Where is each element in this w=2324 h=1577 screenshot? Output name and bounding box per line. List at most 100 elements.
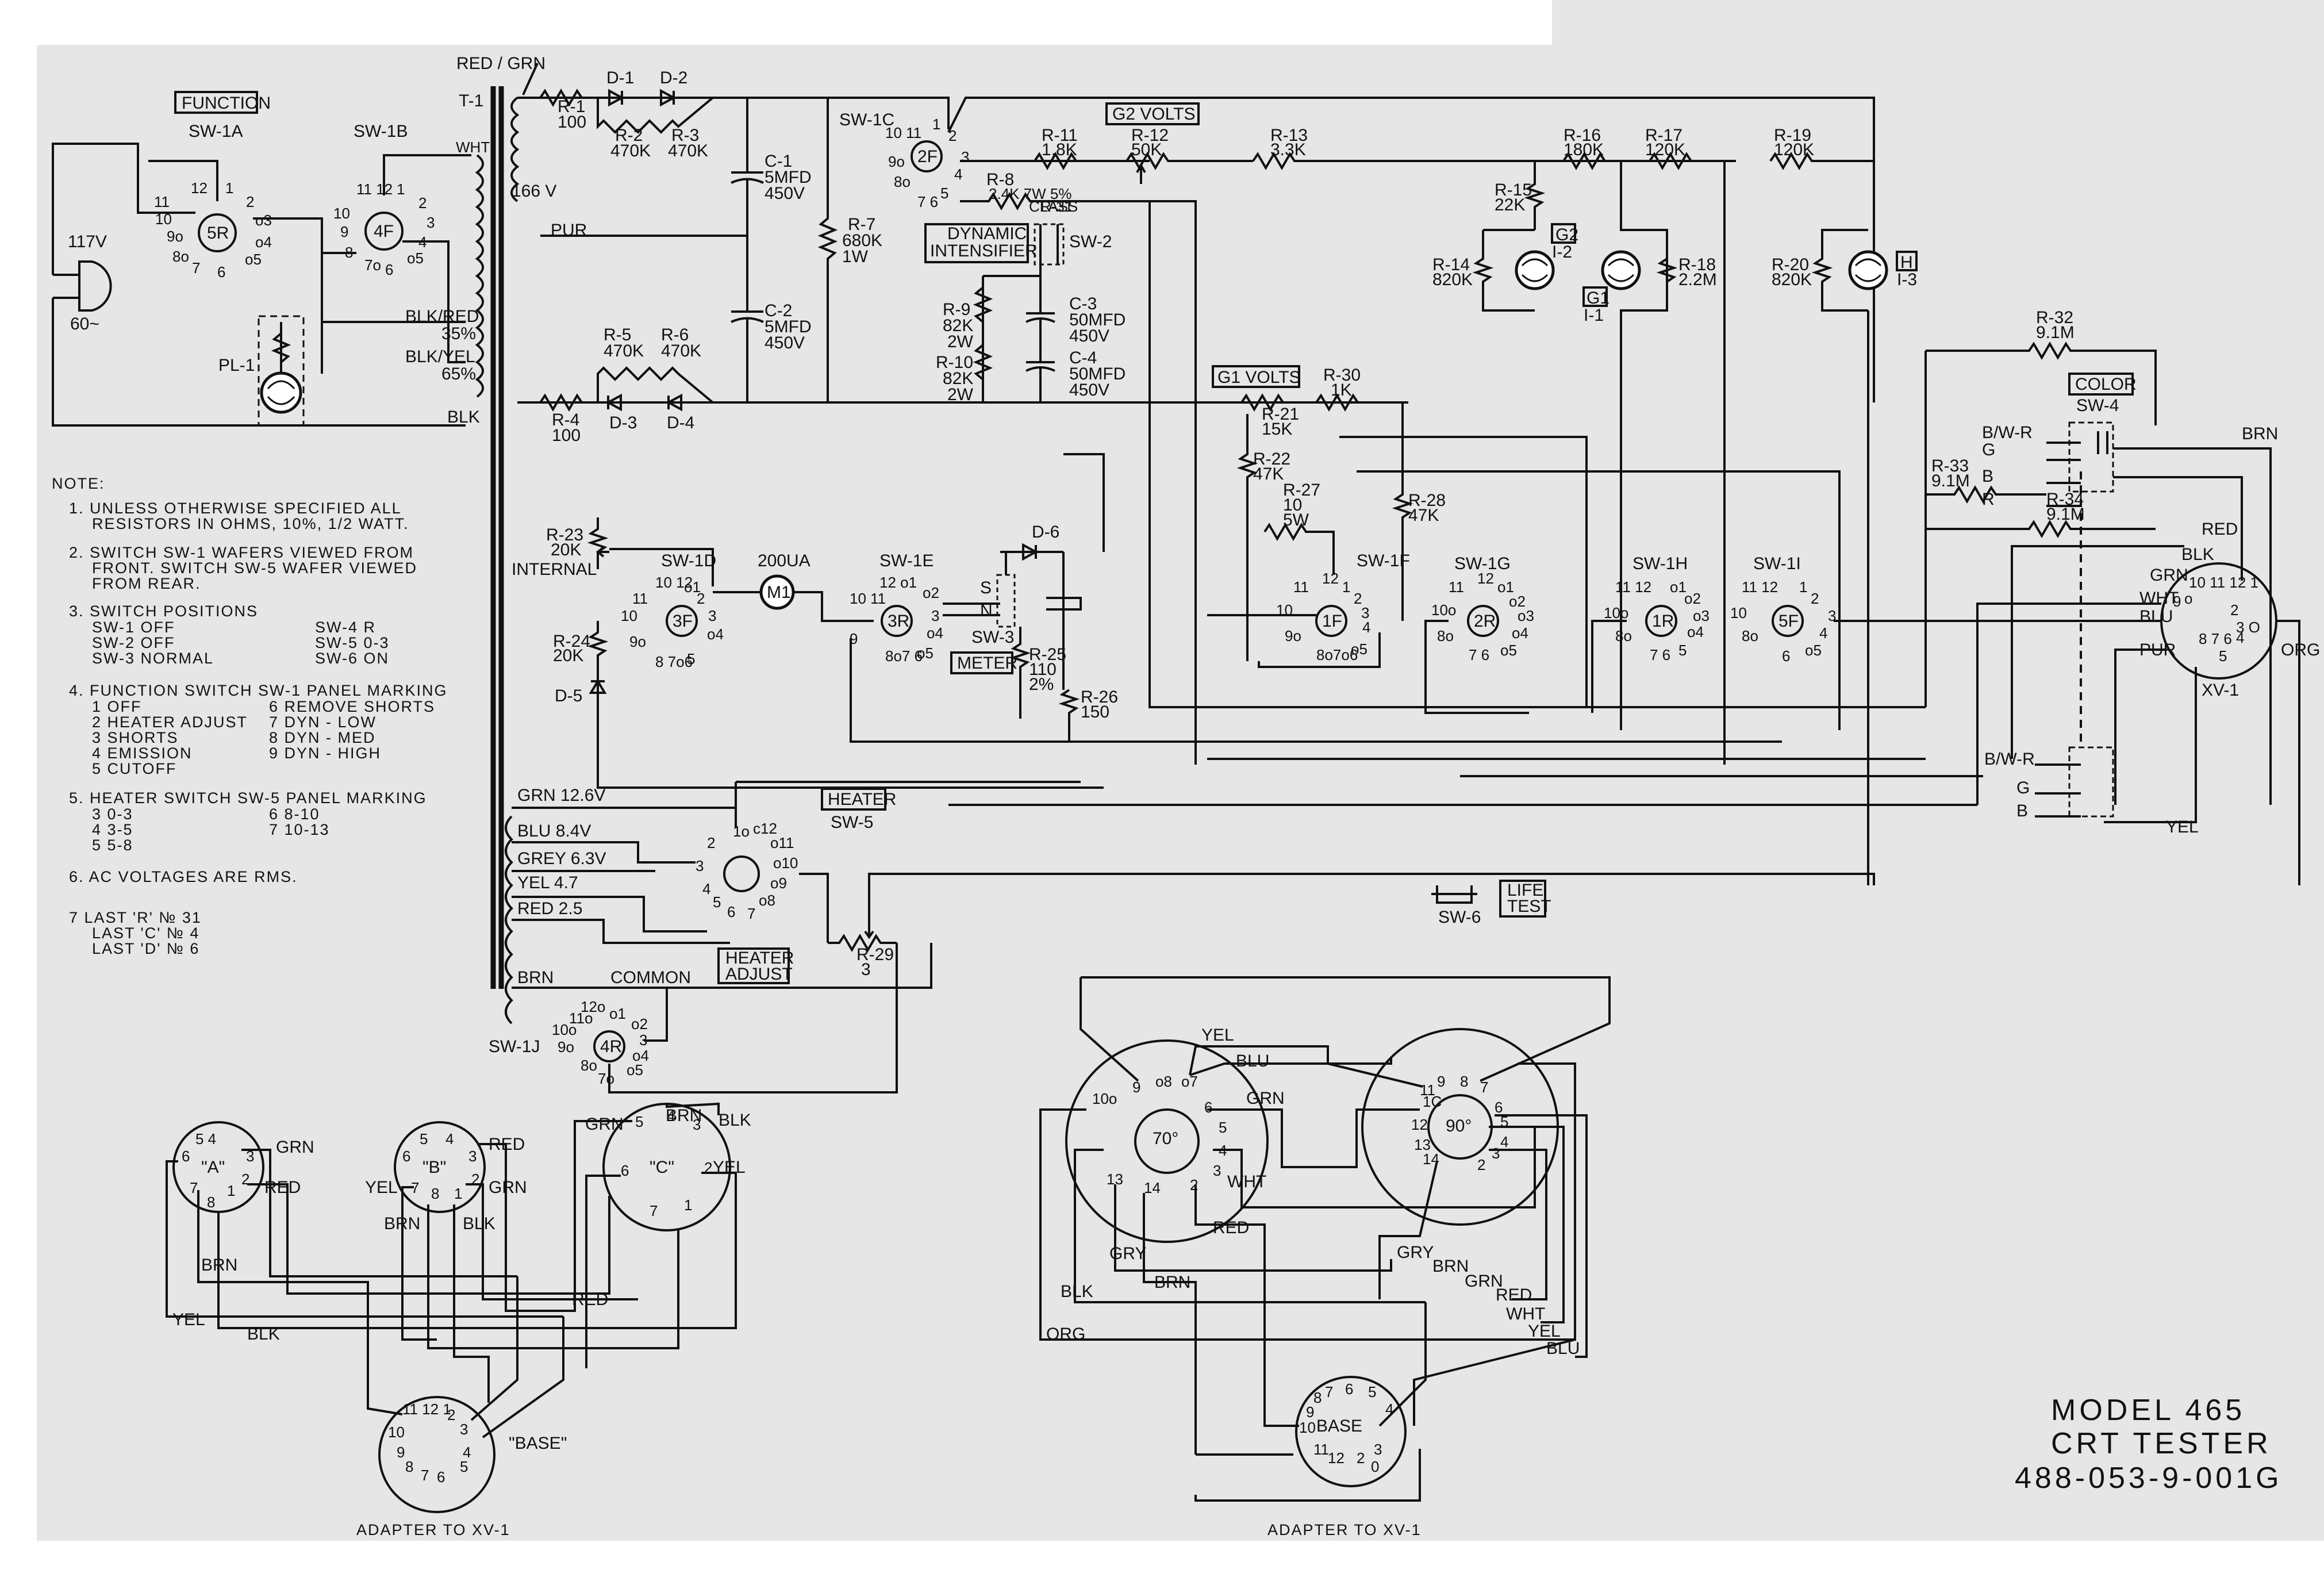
g1-section: G1 VOLTS R-30 1K R-21 15K R-22 47K R-27 … <box>856 201 1983 806</box>
c4-label: C-4 <box>1069 348 1097 367</box>
sw1j-wafer <box>593 1030 625 1062</box>
sw1e-label: SW-1E <box>879 551 934 570</box>
function-label-box <box>174 91 258 114</box>
r7-wattage: 1W <box>842 247 869 266</box>
70-org-label: ORG <box>1046 1325 1085 1344</box>
c3-voltage: 450V <box>1069 327 1109 346</box>
svg-text:1: 1 <box>932 116 940 133</box>
svg-text:4: 4 <box>954 166 962 183</box>
m1-label: M1 <box>767 583 791 602</box>
brn-wire-label: BRN <box>2242 424 2278 443</box>
heater-box <box>821 788 886 811</box>
r23-value: 20K <box>551 540 581 559</box>
note-line: 2. SWITCH SW-1 WAFERS VIEWED FROM <box>69 544 414 561</box>
bwr-contact-label-2: B/W-R <box>1984 750 2035 769</box>
r17-label: R-17 <box>1645 126 1683 145</box>
r10-label: R-10 <box>936 353 973 372</box>
c2-voltage: 450V <box>765 333 805 352</box>
r14-value: 820K <box>1432 270 1473 289</box>
svg-text:10: 10 <box>1730 604 1747 621</box>
svg-text:7o: 7o <box>364 256 381 274</box>
svg-text:2F: 2F <box>917 147 938 166</box>
meter-range-label: 200UA <box>758 551 810 570</box>
note-line: FRONT. SWITCH SW-5 WAFER VIEWED <box>92 559 417 577</box>
r9-label: R-9 <box>943 300 970 319</box>
r7-value: 680K <box>842 231 882 250</box>
svg-text:6: 6 <box>182 1148 190 1165</box>
note-line: SW-2 OFF <box>92 634 175 651</box>
note-line: 9 DYN - HIGH <box>269 745 381 762</box>
svg-text:o8: o8 <box>759 892 775 909</box>
svg-text:8o7 6: 8o7 6 <box>885 647 923 665</box>
svg-text:3: 3 <box>468 1148 477 1165</box>
r20-value: 820K <box>1772 270 1812 289</box>
svg-text:3: 3 <box>427 214 435 231</box>
note-line: LAST 'D' № 6 <box>92 940 199 957</box>
sw1b-label: SW-1B <box>354 122 408 141</box>
svg-text:8 7o6: 8 7o6 <box>655 653 693 670</box>
svg-text:3: 3 <box>1361 604 1369 621</box>
note-line: SW-4 R <box>315 619 376 636</box>
svg-text:6: 6 <box>727 903 735 920</box>
svg-text:o3: o3 <box>255 212 272 229</box>
svg-text:8o7o6: 8o7o6 <box>1316 646 1358 663</box>
sw1i-label: SW-1I <box>1753 554 1801 573</box>
blu-tap-label: BLU 8.4V <box>517 822 591 841</box>
c-yel-label: YEL <box>713 1158 746 1177</box>
svg-text:1: 1 <box>1799 578 1807 596</box>
svg-text:o1: o1 <box>609 1005 626 1022</box>
sw1e-wafer <box>881 605 913 637</box>
svg-text:3: 3 <box>1374 1441 1382 1458</box>
svg-text:o3: o3 <box>1518 607 1534 624</box>
svg-text:5: 5 <box>1368 1383 1376 1401</box>
svg-text:9: 9 <box>1306 1403 1314 1421</box>
adapter-base2-label: BASE <box>1316 1417 1362 1436</box>
svg-text:10 12: 10 12 <box>655 574 693 591</box>
paper-sheet <box>37 0 2324 1541</box>
svg-text:8o: 8o <box>172 248 189 265</box>
adapter-a-label: "A" <box>201 1158 225 1177</box>
r4-label: R-4 <box>552 410 579 429</box>
r27-value: 10 <box>1283 496 1302 515</box>
g1-volts-box <box>1212 365 1300 388</box>
r19-label: R-19 <box>1774 126 1811 145</box>
svg-text:o9: o9 <box>770 874 787 892</box>
svg-text:9: 9 <box>1132 1079 1140 1096</box>
svg-text:8o: 8o <box>1742 627 1758 644</box>
svg-text:1: 1 <box>1342 578 1350 596</box>
r18-value: 2.2M <box>1678 270 1717 289</box>
bwr-contact-label: B/W-R <box>1982 423 2033 442</box>
r18-label: R-18 <box>1678 255 1716 274</box>
r5-label: R-5 <box>604 325 631 344</box>
grn-tap-label: GRN 12.6V <box>517 786 605 805</box>
b-yel-label: YEL <box>365 1178 398 1197</box>
svg-text:9o: 9o <box>1285 627 1301 644</box>
wht-wire-label: WHT <box>2139 589 2179 608</box>
70-wht-label: WHT <box>1227 1172 1266 1191</box>
sw1a-wafer <box>198 213 237 252</box>
svg-text:3: 3 <box>696 857 704 874</box>
note-line: 7 10-13 <box>269 821 330 838</box>
svg-text:13: 13 <box>1414 1136 1431 1153</box>
svg-text:1: 1 <box>225 179 233 197</box>
intensifier-label: INTENSIFIER <box>930 241 1038 260</box>
xv1-label: XV-1 <box>2202 681 2239 700</box>
svg-text:5: 5 <box>420 1130 428 1148</box>
svg-text:1: 1 <box>227 1182 235 1199</box>
adapter-base-socket-2 <box>1295 1376 1407 1487</box>
svg-text:2: 2 <box>697 590 705 607</box>
svg-text:12: 12 <box>1411 1116 1428 1133</box>
svg-text:3F: 3F <box>673 612 693 631</box>
svg-text:3: 3 <box>1492 1145 1500 1162</box>
heater-adjust-label-1: HEATER <box>725 949 794 968</box>
adapter-b-socket <box>394 1121 486 1213</box>
note-line: SW-6 ON <box>315 650 389 667</box>
note-line: 6 8-10 <box>269 805 320 823</box>
svg-text:10: 10 <box>1299 1419 1316 1436</box>
svg-text:7: 7 <box>650 1202 658 1219</box>
svg-text:9o: 9o <box>167 228 183 245</box>
svg-text:2: 2 <box>1357 1449 1365 1467</box>
svg-text:12: 12 <box>191 179 208 197</box>
d1-label: D-1 <box>606 68 634 87</box>
